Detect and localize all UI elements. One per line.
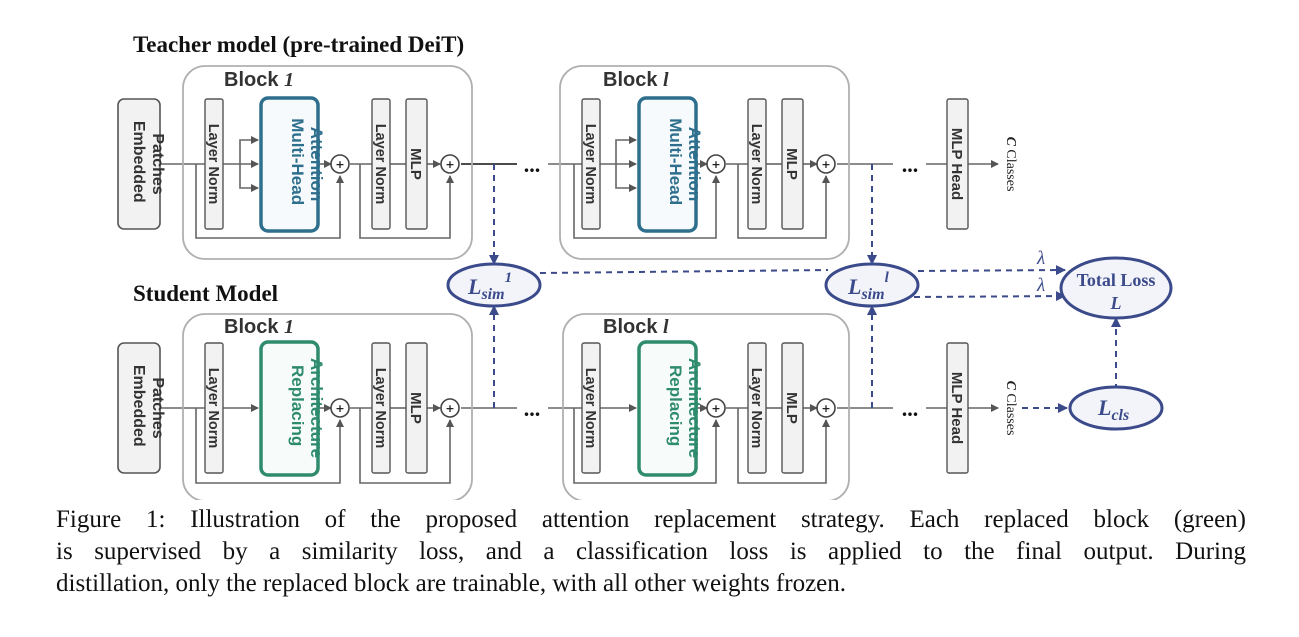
teacher-block-1-label: Block 1 — [224, 69, 294, 91]
svg-text:+: + — [335, 402, 344, 415]
loss-connectors — [489, 164, 1121, 413]
student-add-1a — [330, 398, 350, 418]
lambda-upper: λ — [1036, 248, 1045, 269]
caption-line-1: Figure 1: Illustration of the proposed a… — [56, 506, 1246, 533]
svg-text:Replacing Architecture: Replacing Architecture — [666, 358, 704, 458]
teacher-add-la — [706, 154, 726, 174]
teacher-block-1 — [182, 65, 473, 260]
student-flow-line — [160, 404, 999, 484]
student-ellipsis-2: ... — [902, 396, 919, 421]
teacher-layernorm-lb — [747, 98, 767, 230]
student-add-1b — [440, 398, 460, 418]
teacher-ellipsis-1: ... — [524, 152, 541, 177]
teacher-add-lb — [816, 154, 836, 174]
svg-text:Lcls: Lcls — [1097, 395, 1129, 424]
student-add-lb — [816, 398, 836, 418]
svg-text:L: L — [1110, 293, 1122, 313]
svg-text:Embedded Patches: Embedded Patches — [130, 121, 166, 207]
svg-text:Embedded Patches: Embedded Patches — [130, 365, 166, 451]
svg-text:Multi-Head Attention: Multi-Head Attention — [288, 118, 326, 210]
svg-text:Layer Norm: Layer Norm — [372, 368, 388, 449]
teacher-layernorm-la — [581, 98, 601, 230]
student-embedded-patches — [117, 342, 161, 474]
loss-sim-1 — [446, 262, 542, 308]
total-loss — [1059, 256, 1173, 320]
student-title: Student Model — [133, 281, 278, 306]
student-layernorm-1b — [371, 342, 391, 474]
svg-text:Layer Norm: Layer Norm — [748, 368, 764, 449]
teacher-add-1a — [330, 154, 350, 174]
svg-text:MLP Head: MLP Head — [948, 372, 965, 444]
teacher-mlp-head — [946, 98, 969, 230]
teacher-block-l — [559, 65, 850, 260]
svg-text:+: + — [711, 402, 720, 415]
student-replacing-architecture-1 — [259, 340, 320, 477]
svg-text:MLP: MLP — [783, 392, 800, 424]
teacher-add-1b — [440, 154, 460, 174]
student-ellipsis-1: ... — [524, 396, 541, 421]
caption-line-3: distillation, only the replaced block ar… — [56, 570, 847, 597]
teacher-multihead-attention-1 — [259, 96, 320, 233]
teacher-embedded-patches — [117, 98, 161, 230]
teacher-multihead-attention-l — [637, 96, 698, 233]
student-mlp-1 — [405, 342, 428, 474]
student-mlp-head — [946, 342, 969, 474]
svg-text:+: + — [445, 402, 454, 415]
svg-text:+: + — [445, 158, 454, 171]
svg-text:+: + — [821, 402, 830, 415]
student-output-classes: C Classes — [1003, 381, 1018, 436]
svg-text:Lsim1: Lsim1 — [467, 270, 512, 303]
svg-text:Layer Norm: Layer Norm — [205, 124, 221, 205]
svg-text:Layer Norm: Layer Norm — [372, 124, 388, 205]
figure-caption: Figure 1: Illustration of the proposed a… — [56, 504, 1246, 600]
student-layernorm-1a — [204, 342, 224, 474]
svg-text:Layer Norm: Layer Norm — [582, 124, 598, 205]
svg-text:MLP: MLP — [407, 148, 424, 180]
svg-text:MLP: MLP — [407, 392, 424, 424]
teacher-mlp-l — [781, 98, 804, 230]
loss-sim-l — [824, 262, 920, 308]
teacher-block-l-label: Block l — [603, 69, 669, 91]
svg-text:Lsiml: Lsiml — [847, 270, 890, 303]
svg-text:MLP: MLP — [783, 148, 800, 180]
lambda-lower: λ — [1036, 275, 1045, 296]
svg-text:Replacing Architecture: Replacing Architecture — [288, 358, 326, 458]
svg-text:Layer Norm: Layer Norm — [205, 368, 221, 449]
svg-text:+: + — [821, 158, 830, 171]
student-layernorm-lb — [747, 342, 767, 474]
teacher-output-classes: C Classes — [1003, 137, 1018, 192]
svg-text:Total Loss: Total Loss — [1077, 270, 1156, 290]
student-block-1-label: Block 1 — [224, 316, 294, 338]
svg-text:+: + — [711, 158, 720, 171]
teacher-layernorm-1b — [371, 98, 391, 230]
student-mlp-l — [781, 342, 804, 474]
teacher-layernorm-1a — [204, 98, 224, 230]
teacher-mlp-1 — [405, 98, 428, 230]
teacher-title: Teacher model (pre-trained DeiT) — [133, 32, 464, 57]
student-block-l-label: Block l — [603, 316, 669, 338]
teacher-flow-line — [160, 136, 999, 239]
student-add-la — [706, 398, 726, 418]
svg-text:Layer Norm: Layer Norm — [748, 124, 764, 205]
svg-text:+: + — [335, 158, 344, 171]
student-block-1 — [182, 313, 473, 500]
student-layernorm-la — [581, 342, 601, 474]
svg-text:Layer Norm: Layer Norm — [582, 368, 598, 449]
svg-text:MLP Head: MLP Head — [948, 128, 965, 200]
loss-cls — [1068, 385, 1164, 431]
caption-line-2: is supervised by a similarity loss, and … — [56, 538, 1246, 565]
svg-text:Multi-Head Attention: Multi-Head Attention — [666, 118, 704, 210]
student-replacing-architecture-l — [637, 340, 698, 477]
teacher-ellipsis-2: ... — [902, 152, 919, 177]
architecture-diagram: Teacher model (pre-trained DeiT) Block 1… — [117, 32, 1173, 500]
student-block-l — [562, 313, 850, 500]
